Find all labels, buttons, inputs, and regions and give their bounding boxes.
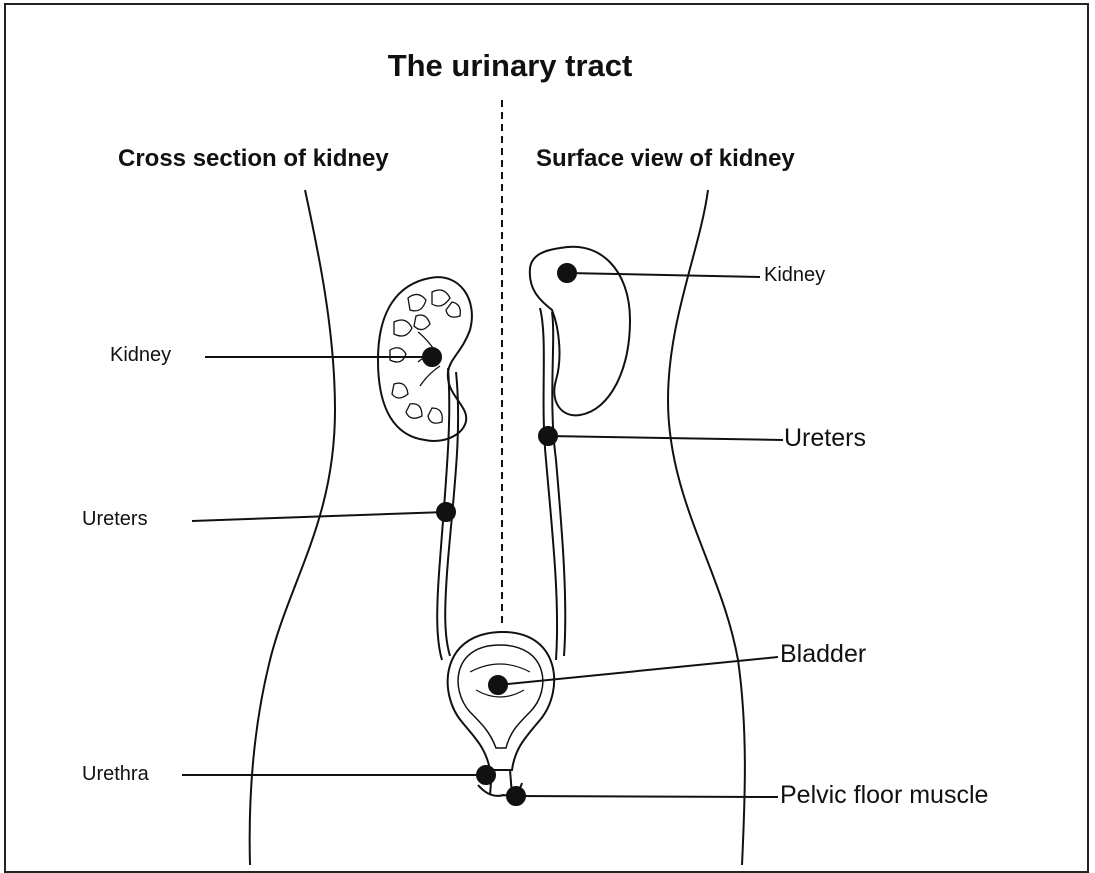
body-outline-left <box>250 190 335 865</box>
label-left-ureters: Ureters <box>82 508 148 531</box>
label-urethra: Urethra <box>82 763 149 786</box>
pelvic-floor-marker <box>507 787 525 805</box>
urethra-marker <box>477 766 495 784</box>
right-kidney-surface <box>530 247 630 416</box>
right-kidney-marker <box>558 264 576 282</box>
label-left-kidney: Kidney <box>110 344 171 367</box>
label-right-kidney: Kidney <box>764 264 825 287</box>
bladder-shape <box>448 632 555 770</box>
label-bladder: Bladder <box>780 640 866 669</box>
right-ureters-marker <box>539 427 557 445</box>
bladder-marker <box>489 676 507 694</box>
label-right-ureters: Ureters <box>784 424 866 453</box>
left-kidney-marker <box>423 348 441 366</box>
label-pelvic-floor: Pelvic floor muscle <box>780 781 988 810</box>
left-ureters-marker <box>437 503 455 521</box>
body-outline-right <box>668 190 745 865</box>
